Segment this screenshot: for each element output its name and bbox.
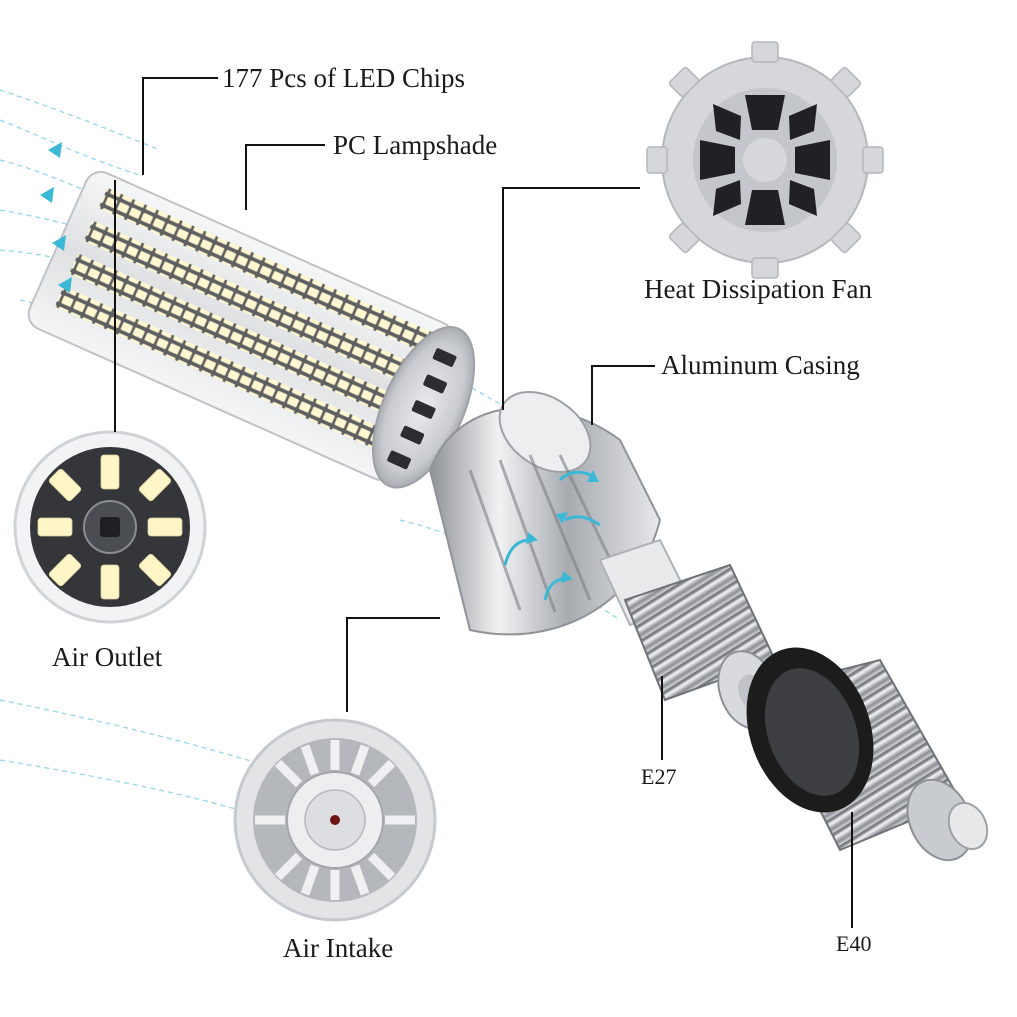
airflow-arrows-outlet <box>40 142 72 293</box>
led-chip-strip <box>83 220 419 386</box>
airflow-arrow-heads <box>526 470 599 583</box>
label-air-outlet: Air Outlet <box>52 642 163 672</box>
led-chip-strip <box>98 187 433 353</box>
label-heat-dissipation-fan: Heat Dissipation Fan <box>644 274 872 304</box>
label-aluminum-casing: Aluminum Casing <box>661 350 860 380</box>
leader-lines <box>114 77 853 928</box>
label-pc-lampshade: PC Lampshade <box>333 130 497 160</box>
corn-bulb-body <box>27 171 476 489</box>
label-air-intake: Air Intake <box>283 933 393 963</box>
led-chip-strip <box>54 286 389 452</box>
aluminum-casing <box>428 391 662 636</box>
label-led-chips: 177 Pcs of LED Chips <box>222 63 465 93</box>
led-chip-strip <box>69 253 404 419</box>
e40-adapter <box>746 647 989 862</box>
heat-dissipation-fan-view <box>646 41 884 279</box>
label-e27: E27 <box>641 764 676 789</box>
label-e40: E40 <box>836 931 871 956</box>
base-plate-vents <box>387 348 457 470</box>
air-outlet-view <box>13 430 207 624</box>
air-intake-view <box>233 718 437 922</box>
